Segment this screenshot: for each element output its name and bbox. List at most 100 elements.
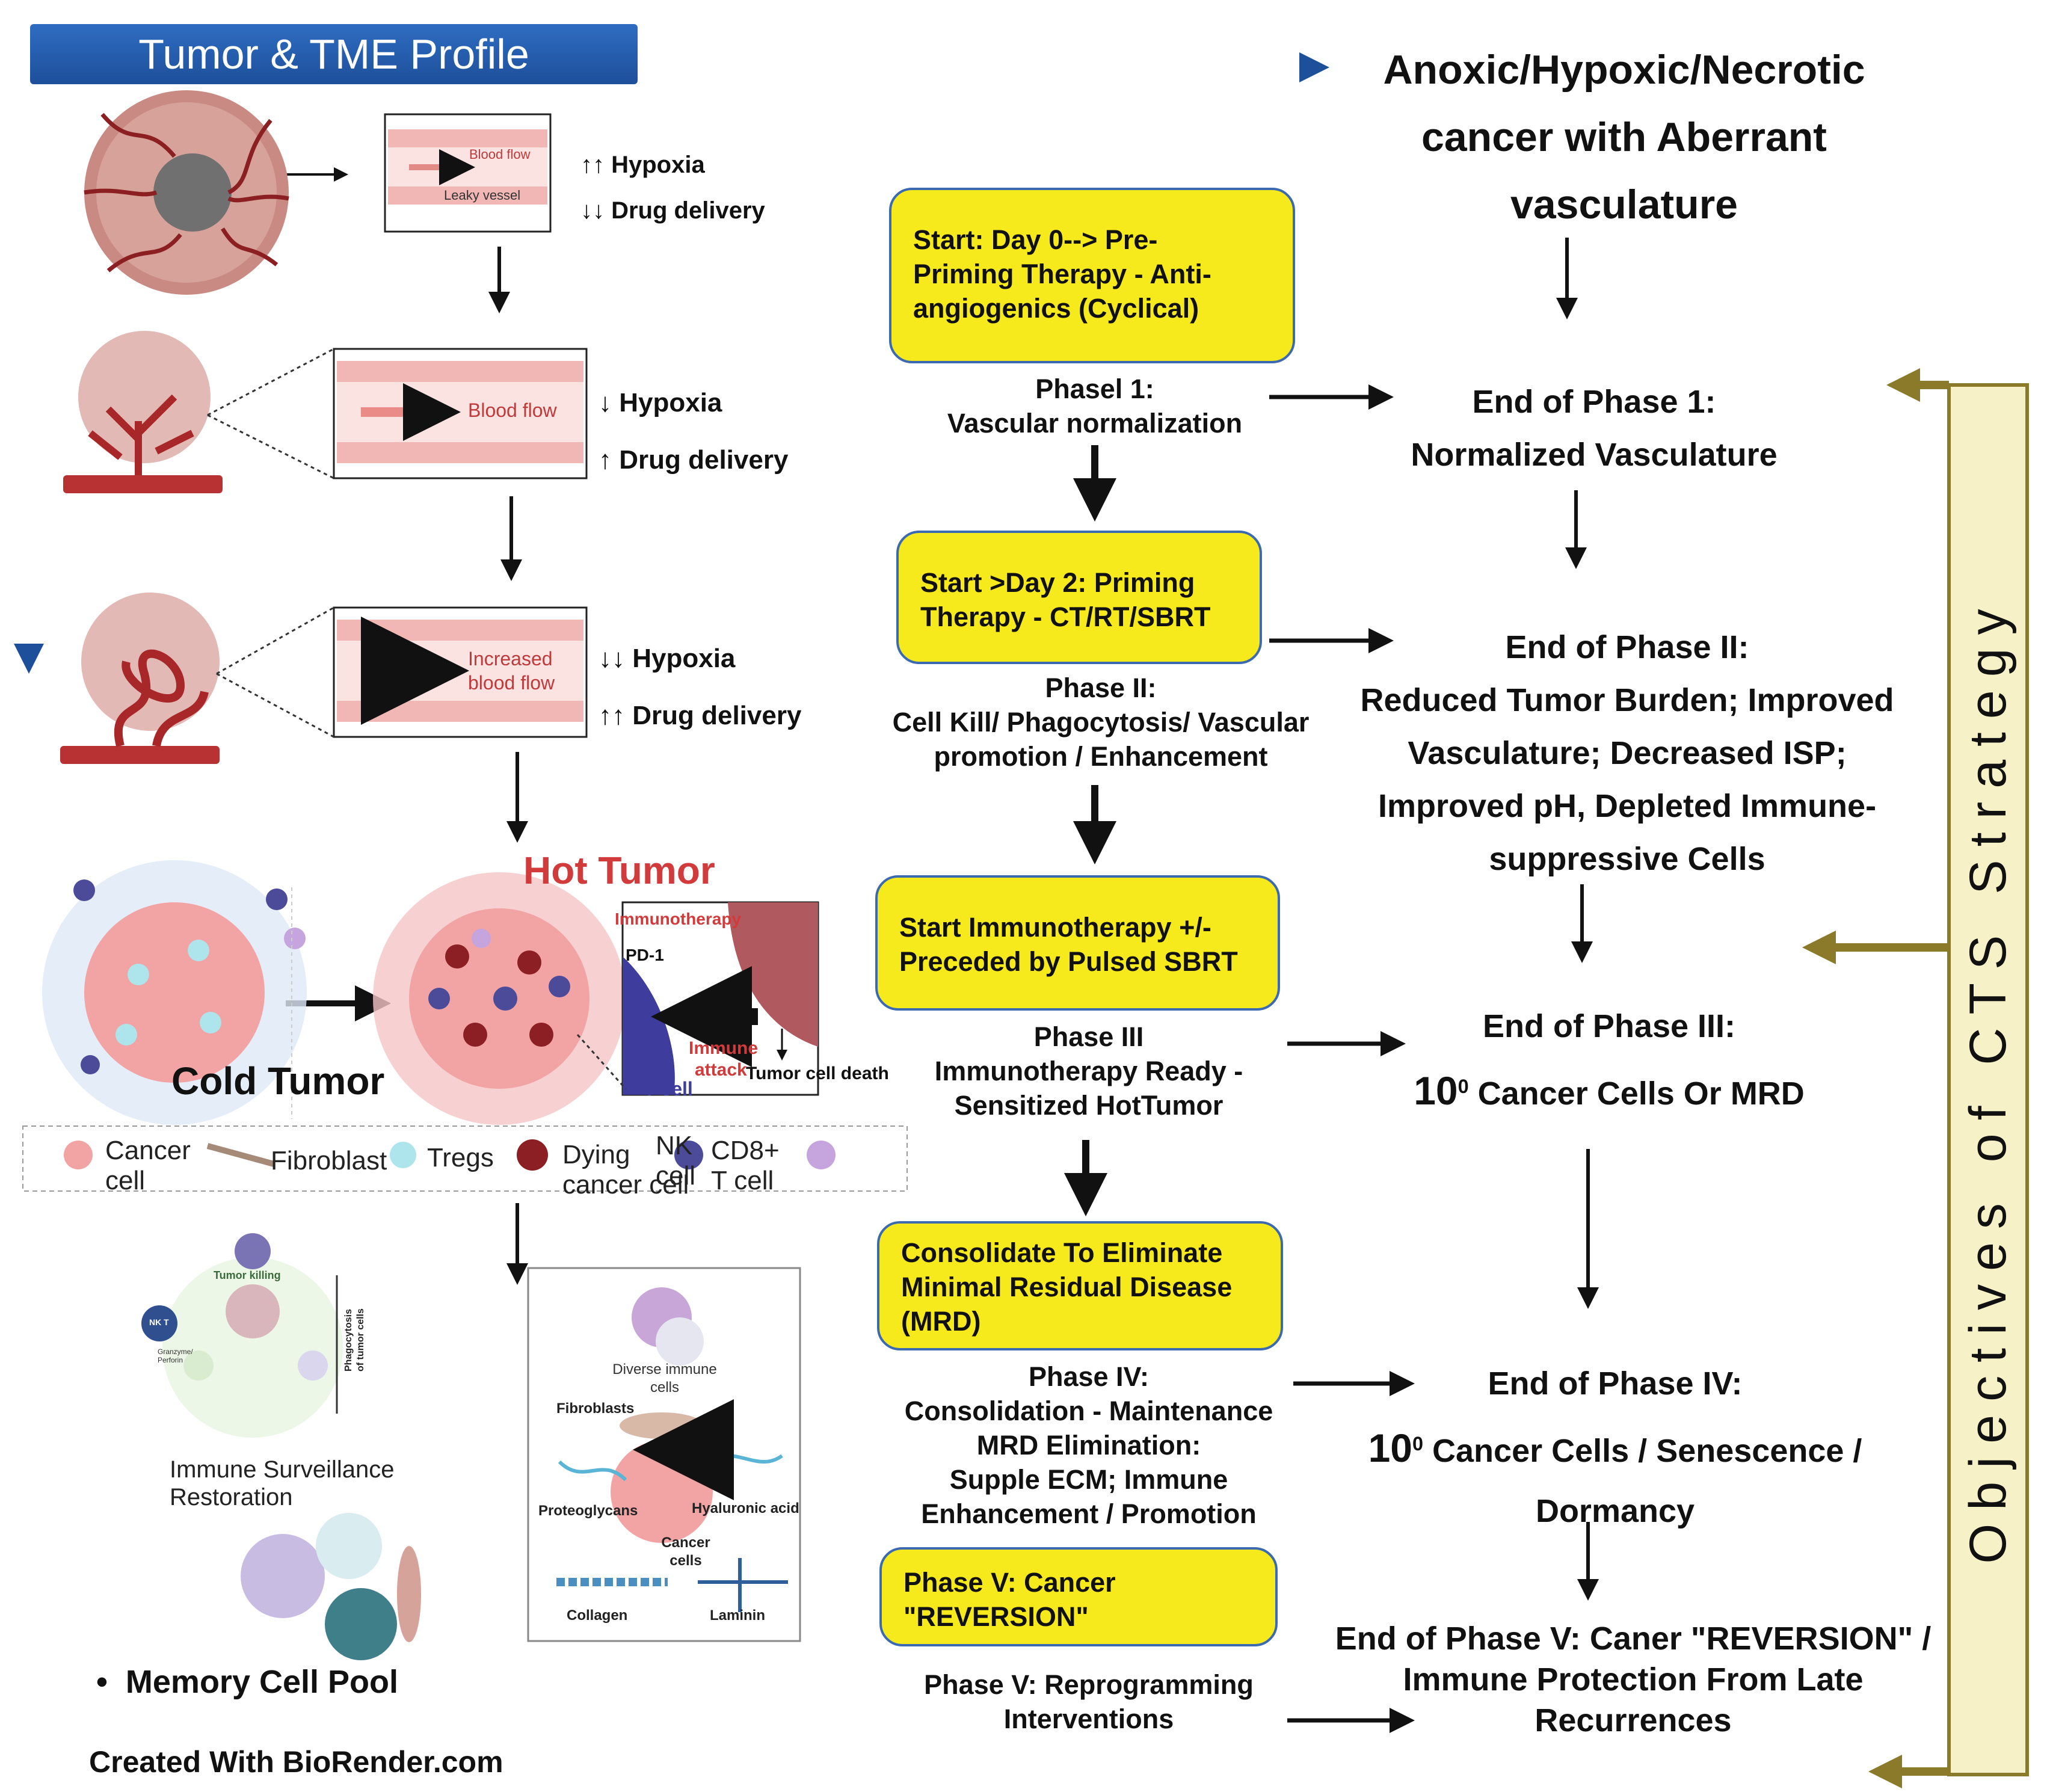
surveillance-image bbox=[141, 1233, 343, 1438]
vp3-side-1: ↓↓ Hypoxia bbox=[599, 644, 736, 673]
normalized-tumor-image-2 bbox=[63, 331, 334, 493]
surveillance-caption-2: Restoration bbox=[170, 1484, 293, 1510]
nk-t-label: NK T bbox=[149, 1317, 169, 1327]
end-p5-line-3: Recurrences bbox=[1534, 1702, 1732, 1738]
fibroblast-icon bbox=[206, 1143, 275, 1167]
legend-nk: NK cell bbox=[656, 1131, 695, 1191]
memory-cells-image bbox=[241, 1513, 421, 1660]
normalized-tumor-image-3 bbox=[60, 593, 334, 764]
start-box-3-line-2: Preceded by Pulsed SBRT bbox=[899, 946, 1238, 977]
tumor-killing-label: Tumor killing bbox=[214, 1269, 281, 1281]
title-line-3: vasculature bbox=[1510, 182, 1738, 227]
immunotherapy-label: Immunotherapy bbox=[615, 910, 742, 928]
phase-2-line-2: Cell Kill/ Phagocytosis/ Vascular bbox=[892, 707, 1310, 737]
vp1-label-1: Blood flow bbox=[469, 147, 531, 162]
legend-cancer-1: Cancer bbox=[105, 1136, 191, 1165]
fibroblasts-label: Fibroblasts bbox=[556, 1400, 635, 1417]
surveillance-caption-1: Immune Surveillance bbox=[170, 1456, 395, 1483]
end-p5-line-2: Immune Protection From Late bbox=[1403, 1661, 1864, 1698]
immune-attack-1: Immune bbox=[689, 1038, 759, 1058]
phase-1-line-2: Vascular normalization bbox=[947, 408, 1243, 439]
start-box-1-line-3: angiogenics (Cyclical) bbox=[913, 293, 1199, 324]
legend-dying: Dying cancer cell bbox=[562, 1140, 689, 1200]
objectives-label: Objectives of CTS Strategy bbox=[1959, 596, 2017, 1564]
end-p4-last: Dormancy bbox=[1535, 1493, 1695, 1529]
phase-1-line-1: Phasel 1: bbox=[1035, 374, 1154, 404]
phase-4-line-1: Phase IV: bbox=[1028, 1361, 1150, 1392]
top-right-title: Anoxic/Hypoxic/Necrotic cancer with Aber… bbox=[1323, 36, 1925, 238]
phase-text-2: Phase II: Cell Kill/ Phagocytosis/ Vascu… bbox=[866, 671, 1335, 774]
hyaluronic-label: Hyaluronic acid bbox=[692, 1500, 799, 1516]
end-p5-line-1: End of Phase V: Caner "REVERSION" / bbox=[1335, 1621, 1932, 1657]
end-p2-line-3: Vasculature; Decreased ISP; bbox=[1408, 735, 1847, 771]
tregs-icon bbox=[390, 1142, 416, 1168]
vp3-label-1: Increased bbox=[468, 648, 553, 670]
legend-cd8-1: CD8+ bbox=[711, 1136, 780, 1165]
phagocytosis-2: of tumor cells bbox=[356, 1308, 366, 1372]
end-p4-num: 10 bbox=[1368, 1426, 1412, 1470]
start-box-1: Start: Day 0--> Pre- Priming Therapy - A… bbox=[889, 188, 1295, 363]
cold-tumor-title: Cold Tumor bbox=[171, 1059, 385, 1103]
cold-tumor-image bbox=[42, 860, 307, 1125]
end-p3-line-2: 100 Cancer Cells Or MRD bbox=[1347, 1056, 1871, 1124]
end-p3-title: End of Phase III: bbox=[1482, 1008, 1736, 1044]
start-box-4-line-2: Minimal Residual Disease bbox=[901, 1272, 1233, 1302]
pd1-label: PD-1 bbox=[626, 946, 664, 964]
immune-attack-label: Immune attack bbox=[689, 1038, 758, 1081]
phase-2-line-1: Phase II: bbox=[1045, 673, 1157, 703]
diverse-1: Diverse immune bbox=[612, 1361, 717, 1378]
cancer-cells-label: Cancer cells bbox=[659, 1534, 713, 1570]
start-box-1-line-2: Priming Therapy - Anti- bbox=[913, 259, 1211, 289]
end-p3-sup: 0 bbox=[1458, 1076, 1469, 1097]
cancer-cells-2: cells bbox=[670, 1553, 702, 1569]
diverse-immune-label: Diverse immune cells bbox=[577, 1361, 752, 1397]
start-box-2: Start >Day 2: Priming Therapy - CT/RT/SB… bbox=[896, 531, 1262, 664]
vessel-panel-3 bbox=[333, 606, 588, 738]
ecm-panel bbox=[527, 1267, 801, 1642]
end-p4-sup: 0 bbox=[1412, 1433, 1424, 1455]
phase-3-line-3: Sensitized HotTumor bbox=[954, 1090, 1224, 1121]
memory-text: Memory Cell Pool bbox=[125, 1664, 399, 1700]
end-p2-line-5: suppressive Cells bbox=[1489, 841, 1765, 877]
tumor-cell-death-label: Tumor cell death bbox=[746, 1064, 889, 1083]
phase-2-line-3: promotion / Enhancement bbox=[934, 741, 1268, 772]
end-p4-line-2: 100 Cancer Cells / Senescence / bbox=[1344, 1414, 1886, 1481]
phase-5-line-2: Interventions bbox=[1003, 1704, 1174, 1734]
vp2-side-2: ↑ Drug delivery bbox=[599, 445, 789, 475]
cancer-cell-icon bbox=[64, 1141, 93, 1169]
proteoglycans-label: Proteoglycans bbox=[538, 1503, 638, 1519]
legend-dying-1: Dying bbox=[562, 1140, 630, 1169]
legend-cd8-2: T cell bbox=[711, 1166, 774, 1195]
legend-cancer-2: cell bbox=[105, 1166, 146, 1195]
start-box-4: Consolidate To Eliminate Minimal Residua… bbox=[877, 1221, 1283, 1350]
dying-cell-icon bbox=[517, 1139, 548, 1171]
legend-fibroblast: Fibroblast bbox=[271, 1146, 387, 1175]
end-phase-3: End of Phase III: 100 Cancer Cells Or MR… bbox=[1347, 996, 1871, 1124]
end-phase-5: End of Phase V: Caner "REVERSION" / Immu… bbox=[1317, 1618, 1949, 1741]
vp3-labels: Increased blood flow bbox=[468, 647, 555, 695]
header-banner: Tumor & TME Profile bbox=[30, 24, 638, 84]
start-box-2-line-2: Therapy - CT/RT/SBRT bbox=[920, 602, 1211, 632]
end-p2-line-4: Improved pH, Depleted Immune- bbox=[1377, 788, 1877, 824]
surveillance-caption: Immune Surveillance Restoration bbox=[170, 1456, 395, 1511]
vp3-label-2: blood flow bbox=[468, 672, 555, 694]
diverse-2: cells bbox=[650, 1379, 679, 1396]
end-p2-line-1: End of Phase II: bbox=[1505, 629, 1749, 665]
phase-text-4: Phase IV: Consolidation - Maintenance MR… bbox=[869, 1359, 1308, 1531]
legend-tregs: Tregs bbox=[427, 1143, 494, 1172]
vp1-side-2: ↓↓ Drug delivery bbox=[580, 197, 765, 224]
vp3-side-2: ↑↑ Drug delivery bbox=[599, 701, 802, 730]
vessel-panel-1 bbox=[384, 113, 552, 233]
start-box-4-line-1: Consolidate To Eliminate bbox=[901, 1237, 1223, 1268]
credit-text: Created With BioRender.com bbox=[89, 1745, 503, 1779]
vp2-side-1: ↓ Hypoxia bbox=[599, 388, 722, 417]
hot-tumor-image bbox=[373, 872, 626, 1125]
start-box-5-line-2: "REVERSION" bbox=[903, 1601, 1089, 1632]
aberrant-tumor-image bbox=[84, 90, 289, 295]
phase-text-1: Phasel 1: Vascular normalization bbox=[890, 372, 1299, 440]
end-phase-4: End of Phase IV: 100 Cancer Cells / Sene… bbox=[1344, 1353, 1886, 1541]
end-p4-title: End of Phase IV: bbox=[1488, 1366, 1743, 1402]
immune-attack-inset bbox=[621, 901, 819, 1096]
